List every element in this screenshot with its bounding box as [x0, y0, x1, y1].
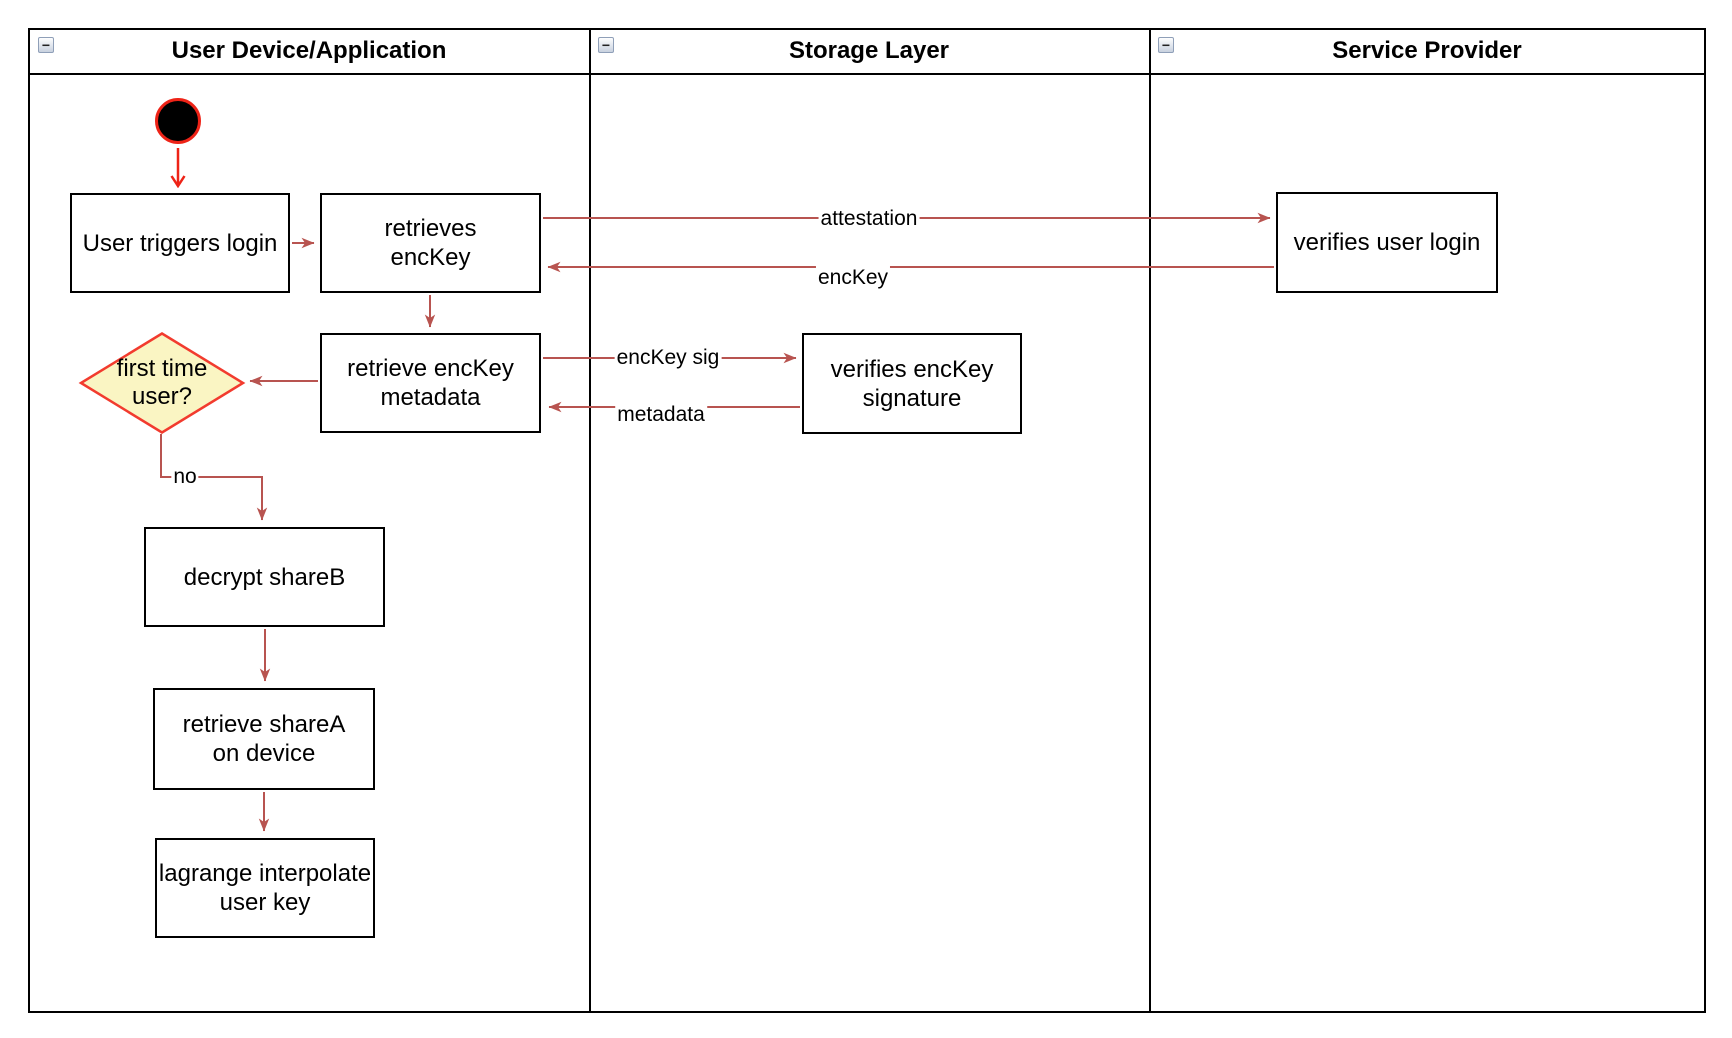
start-node[interactable]	[155, 98, 201, 144]
collapse-minus-icon[interactable]: −	[38, 37, 54, 53]
edge-label-no: no	[171, 465, 199, 489]
lane-divider-1	[589, 30, 591, 1011]
edge-label-enckey: encKey	[815, 266, 891, 290]
node-retrieve-enckey-metadata[interactable]: retrieve encKey metadata	[320, 333, 541, 433]
lane-title-storage-layer: Storage Layer	[788, 37, 950, 64]
node-verifies-user-login[interactable]: verifies user login	[1276, 192, 1498, 293]
lane-divider-2	[1149, 30, 1151, 1011]
lane-title-user-device: User Device/Application	[171, 37, 447, 64]
collapse-minus-icon[interactable]: −	[1158, 37, 1174, 53]
node-retrieves-enckey[interactable]: retrieves encKey	[320, 193, 541, 293]
node-lagrange-interpolate-user-key[interactable]: lagrange interpolate user key	[155, 838, 375, 938]
lane-header-underline	[30, 73, 1704, 75]
node-first-time-user[interactable]: first time user?	[116, 355, 208, 410]
node-decrypt-shareb[interactable]: decrypt shareB	[144, 527, 385, 627]
edge-label-attestation: attestation	[818, 207, 920, 231]
decision-diamond-shape[interactable]	[78, 330, 246, 436]
edge-label-enckey-sig: encKey sig	[614, 346, 722, 370]
node-retrieve-sharea-on-device[interactable]: retrieve shareA on device	[153, 688, 375, 790]
edge-label-metadata: metadata	[615, 403, 707, 427]
node-verifies-enckey-signature[interactable]: verifies encKey signature	[802, 333, 1022, 434]
lane-title-service-provider: Service Provider	[1332, 37, 1522, 64]
collapse-minus-icon[interactable]: −	[598, 37, 614, 53]
node-user-triggers-login[interactable]: User triggers login	[70, 193, 290, 293]
